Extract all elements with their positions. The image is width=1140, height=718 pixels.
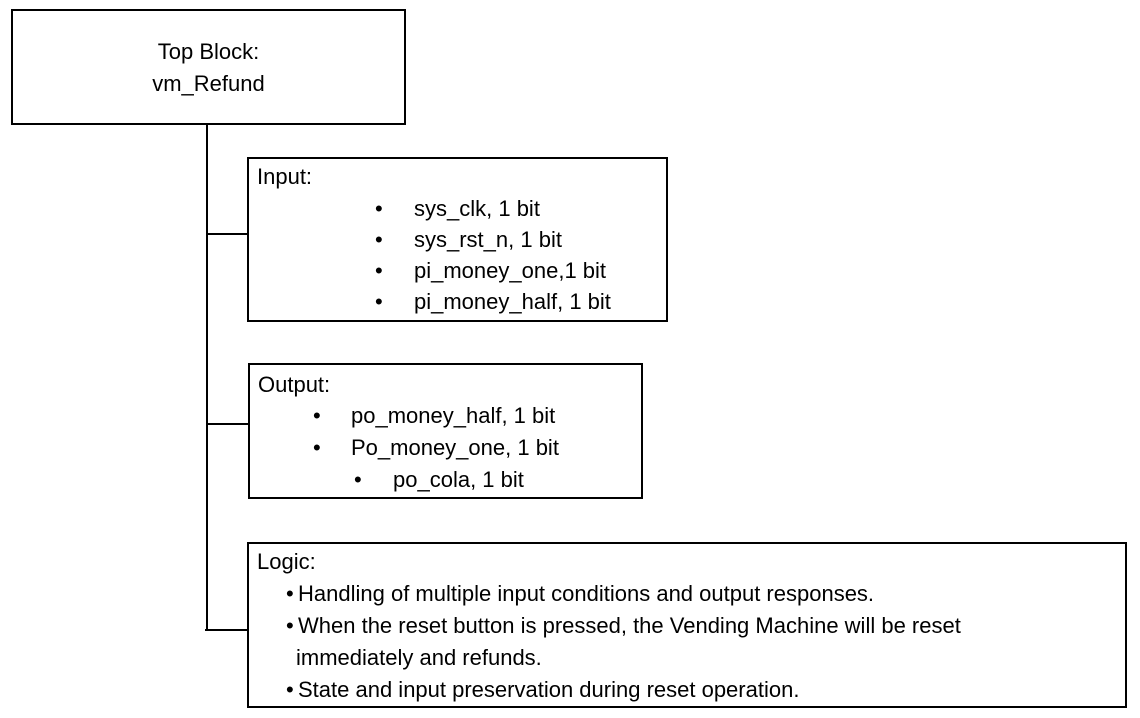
- input-item: sys_rst_n, 1 bit: [414, 227, 562, 252]
- bullet-icon: •: [375, 227, 383, 252]
- output-item: Po_money_one, 1 bit: [351, 435, 559, 460]
- logic-item: When the reset button is pressed, the Ve…: [298, 613, 961, 638]
- input-item: pi_money_half, 1 bit: [414, 289, 611, 314]
- bullet-icon: •: [286, 581, 294, 606]
- logic-block: Logic: • Handling of multiple input cond…: [247, 542, 1127, 708]
- bullet-icon: •: [375, 258, 383, 283]
- input-item: pi_money_one,1 bit: [414, 258, 607, 283]
- input-block: Input: • sys_clk, 1 bit • sys_rst_n, 1 b…: [247, 157, 668, 322]
- output-connector-line: [207, 423, 249, 425]
- logic-heading: Logic:: [257, 549, 316, 574]
- bullet-icon: •: [286, 677, 294, 702]
- output-item: po_money_half, 1 bit: [351, 403, 556, 428]
- logic-item: State and input preservation during rese…: [298, 677, 800, 702]
- top-block: Top Block: vm_Refund: [11, 9, 406, 125]
- bullet-icon: •: [375, 196, 383, 221]
- output-heading: Output:: [258, 372, 331, 397]
- input-item: sys_clk, 1 bit: [414, 196, 540, 221]
- trunk-line: [206, 124, 208, 631]
- bullet-icon: •: [375, 289, 383, 314]
- bullet-icon: •: [354, 467, 362, 492]
- top-block-label: Top Block:: [157, 39, 260, 64]
- output-block: Output: • po_money_half, 1 bit • Po_mone…: [248, 363, 643, 499]
- bullet-icon: •: [286, 613, 294, 638]
- bullet-icon: •: [313, 435, 321, 460]
- logic-item-continuation: immediately and refunds.: [296, 645, 542, 670]
- top-block-name: vm_Refund: [152, 71, 265, 96]
- logic-item: Handling of multiple input conditions an…: [298, 581, 875, 606]
- bullet-icon: •: [313, 403, 321, 428]
- output-item: po_cola, 1 bit: [393, 467, 524, 492]
- logic-connector-line: [205, 629, 249, 631]
- input-connector-line: [206, 233, 248, 235]
- input-heading: Input:: [257, 164, 313, 189]
